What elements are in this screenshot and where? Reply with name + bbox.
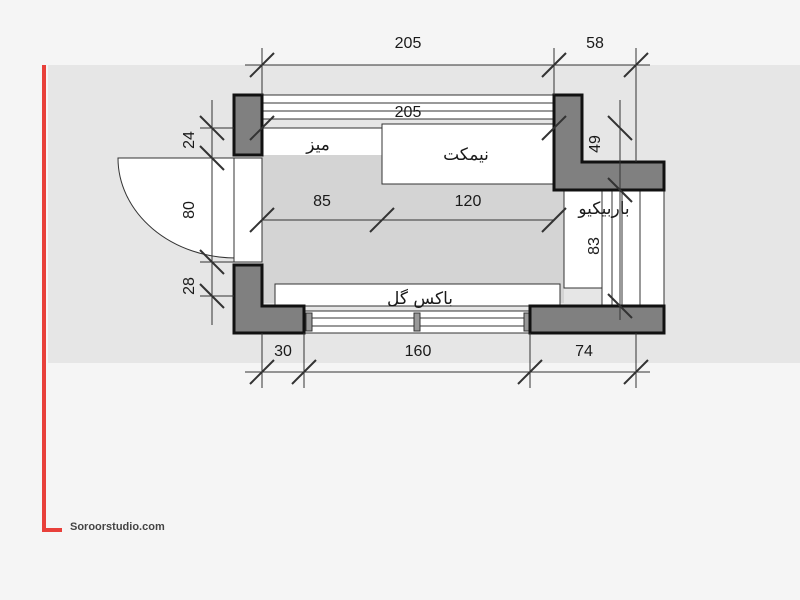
right-sill: [639, 189, 665, 307]
bottom-window: [303, 310, 531, 334]
dim-bottom-left: 30: [274, 343, 292, 360]
table-area: [262, 128, 382, 155]
barbecue: [563, 189, 603, 289]
label-bench: نیمکت: [443, 145, 489, 165]
right-window: [601, 189, 641, 307]
accent-bracket: [42, 65, 62, 532]
walls: [232, 93, 666, 335]
dim-left-top: 24: [181, 131, 198, 149]
dim-bottom-mid: 160: [405, 343, 432, 360]
dim-bench-right: 49: [587, 135, 604, 153]
dim-inner-top: 205: [395, 104, 422, 121]
bench: [381, 123, 555, 185]
dim-top-right: 58: [586, 35, 604, 52]
label-flower-box: باکس گل: [387, 288, 453, 309]
dim-inner-left: 85: [313, 193, 331, 210]
dim-right-bbq: 83: [586, 237, 603, 255]
label-barbecue: باربیکیو: [577, 199, 629, 219]
door: [117, 157, 263, 263]
top-window: [261, 94, 555, 129]
label-table: میز: [305, 135, 330, 155]
dimension-lines: [199, 48, 650, 388]
brand-text: Soroorstudio.com: [70, 521, 165, 533]
dim-left-door: 80: [181, 201, 198, 219]
dim-left-bottom: 28: [181, 277, 198, 295]
dim-top-overall: 205: [395, 35, 422, 52]
dim-inner-mid: 120: [455, 193, 482, 210]
flower-box: [274, 283, 561, 307]
dim-bottom-right: 74: [575, 343, 593, 360]
